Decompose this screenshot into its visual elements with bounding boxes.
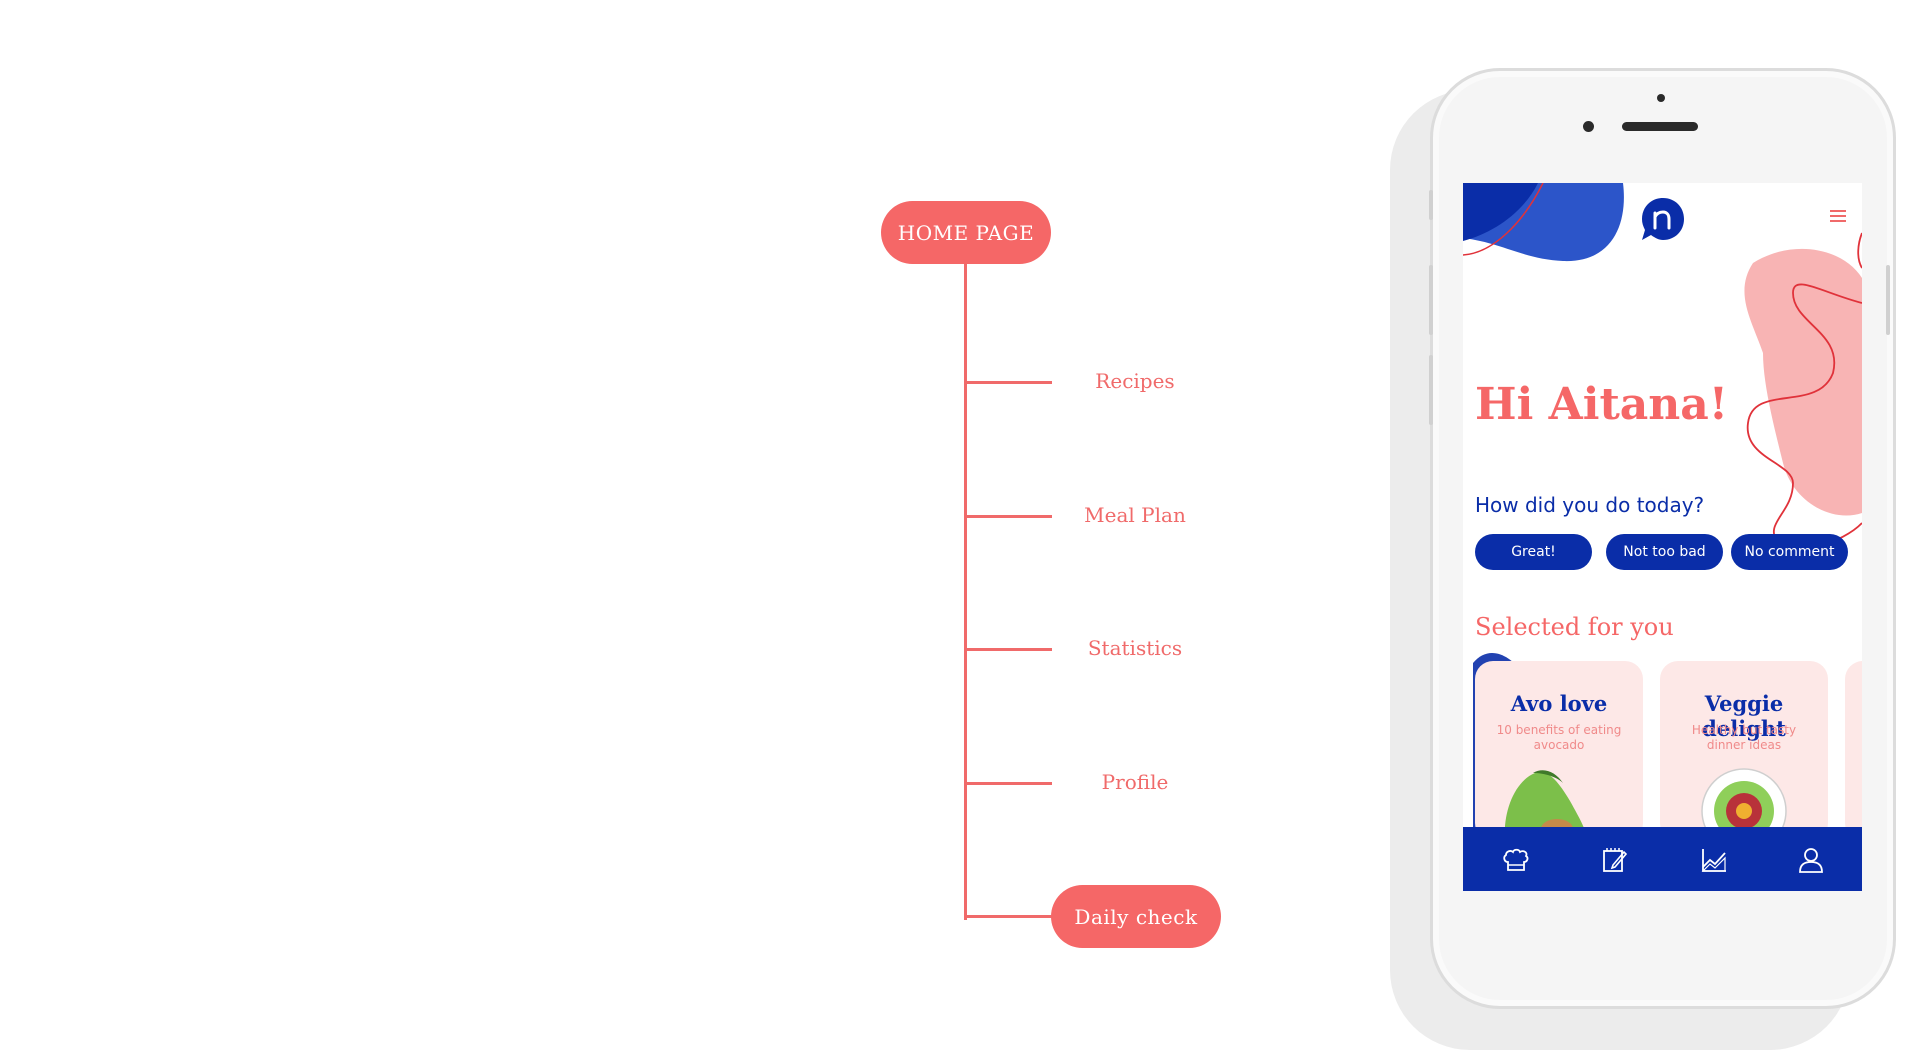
mood-not-too-bad-button[interactable]: Not too bad <box>1606 534 1723 570</box>
avocado-icon <box>1504 770 1587 841</box>
earpiece-speaker <box>1622 122 1698 131</box>
chef-hat-icon[interactable] <box>1501 845 1531 875</box>
node-home-page: HOME PAGE <box>881 201 1051 264</box>
user-icon[interactable] <box>1796 845 1826 875</box>
node-recipes: Recipes <box>1095 369 1175 393</box>
chart-icon[interactable] <box>1699 845 1729 875</box>
node-profile: Profile <box>1101 770 1169 794</box>
mood-question: How did you do today? <box>1475 493 1705 517</box>
phone-side-button <box>1429 190 1433 220</box>
notebook-pencil-icon[interactable] <box>1599 845 1629 875</box>
sensor-dot <box>1657 94 1665 102</box>
card-avo-love[interactable]: Avo love 10 benefits of eating avocado <box>1475 661 1643 841</box>
menu-icon[interactable] <box>1830 210 1846 224</box>
card-title: Avo love <box>1510 691 1608 716</box>
card-subtitle: 10 benefits of eating avocado <box>1496 723 1622 752</box>
card-partial[interactable] <box>1845 661 1862 841</box>
front-camera <box>1583 121 1594 132</box>
mood-no-comment-button[interactable]: No comment <box>1731 534 1848 570</box>
branch-daily-check <box>964 915 1052 918</box>
mood-great-button[interactable]: Great! <box>1475 534 1592 570</box>
card-title: Veggie delight <box>1702 691 1786 741</box>
phone-power-button <box>1886 265 1890 335</box>
node-daily-check: Daily check <box>1051 885 1221 948</box>
card-subtitle: Healthy but tasty dinner ideas <box>1691 723 1797 752</box>
greeting-title: Hi Aitana! <box>1475 379 1729 430</box>
branch-meal-plan <box>964 515 1052 518</box>
phone-volume-up <box>1429 265 1433 335</box>
node-statistics: Statistics <box>1087 636 1183 660</box>
card-veggie-delight[interactable]: Veggie delight Healthy but tasty dinner … <box>1660 661 1828 841</box>
bottom-tab-bar <box>1463 827 1862 891</box>
salad-bowl-icon <box>1701 768 1787 841</box>
selected-for-you-heading: Selected for you <box>1475 613 1674 641</box>
brand-logo <box>1642 198 1684 240</box>
tree-trunk <box>964 264 967 920</box>
branch-statistics <box>964 648 1052 651</box>
branch-profile <box>964 782 1052 785</box>
phone-volume-down <box>1429 355 1433 425</box>
node-meal-plan: Meal Plan <box>1084 503 1186 527</box>
branch-recipes <box>964 381 1052 384</box>
app-screen: Hi Aitana! How did you do today? Great! … <box>1463 183 1862 891</box>
